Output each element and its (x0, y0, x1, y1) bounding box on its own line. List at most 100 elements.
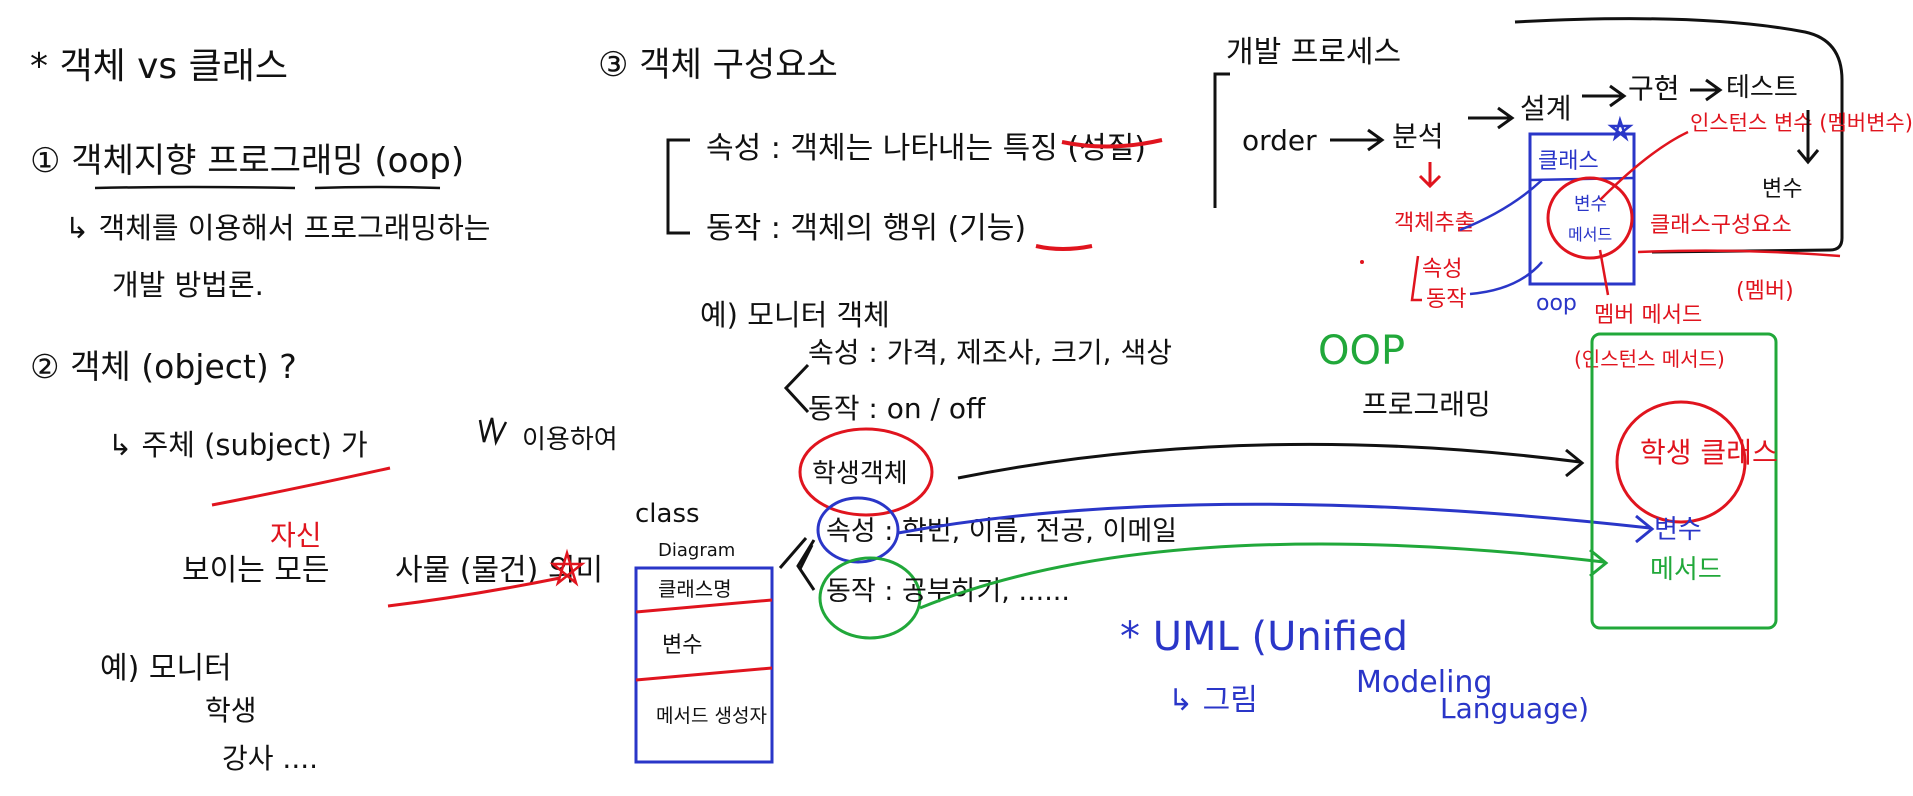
behavior-to-method-arrow (919, 542, 1605, 610)
design-class-label: 클래스 (1538, 149, 1599, 174)
process-box-outline-right (1514, 17, 1844, 254)
member-method-label: 멤버 메서드 (1594, 303, 1702, 328)
student-bracket (796, 539, 816, 591)
oop-green-label: OOP (1318, 328, 1405, 374)
object-extract-label: 객체추출 (1394, 211, 1475, 236)
variable-label: 변수 (1762, 177, 1802, 202)
red-dot (1360, 260, 1364, 264)
flow-test: 테스트 (1726, 73, 1798, 103)
student-class-label: 학생 클래스 (1640, 436, 1778, 469)
process-box-outline-left (1213, 72, 1230, 208)
class-construct-label: 클래스구성요소 (1650, 213, 1792, 238)
subject-red-underline (211, 466, 391, 507)
student-object-label: 학생객체 (812, 459, 908, 489)
class-diagram-row-name: 클래스명 (658, 577, 732, 601)
class-to-oop-curve (1469, 261, 1543, 296)
flow-arrow-3 (1582, 84, 1627, 108)
student-behavior-circle (818, 556, 922, 640)
class-diagram-box (634, 566, 774, 764)
subject-line-a: ↳ 주체 (subject) 가 (108, 428, 368, 462)
flow-analysis: 분석 (1392, 120, 1444, 153)
student-object-circle (798, 427, 934, 517)
student-class-variable: 변수 (1654, 515, 1702, 545)
object-behavior-label: 동작 (1426, 287, 1466, 312)
flow-implement: 구현 (1628, 72, 1680, 105)
visible-red-underline (387, 576, 561, 608)
student-class-circle (1615, 400, 1747, 524)
example-teacher: 강사 .... (222, 742, 318, 775)
flow-arrow-1 (1330, 128, 1385, 152)
attribute-line: 속성 : 객체는 나타내는 특징 (성질) (706, 131, 1146, 166)
process-title: 개발 프로세스 (1226, 35, 1401, 70)
class-construct-underline (1637, 249, 1841, 258)
example-student: 학생 (205, 694, 257, 727)
uml-line-c: Language) (1440, 692, 1589, 725)
uml-line-b: Modeling (1356, 665, 1492, 700)
red-star-icon (549, 548, 586, 587)
class-diagram-divider-1 (635, 598, 773, 614)
student-behavior-line: 동작 : 공부하기, ...... (826, 576, 1070, 607)
page-title: * 객체 vs 클래스 (30, 46, 288, 87)
class-to-extract-curve (1459, 179, 1543, 232)
components-heading: ③ 객체 구성요소 (598, 45, 838, 85)
object-heading: ② 객체 (object) ? (30, 347, 297, 386)
student-attribute-line: 속성 : 학번, 이름, 전공, 이메일 (826, 516, 1177, 547)
class-diagram-row-method: 메서드 생성자 (656, 705, 767, 727)
red-note-self: 자신 (270, 519, 322, 552)
design-class-box (1528, 132, 1636, 286)
attr-to-variable-arrowhead (1635, 514, 1655, 544)
design-class-variable: 변수 (1574, 194, 1607, 215)
analysis-down-arrow (1418, 162, 1442, 189)
class-diagram-row-variable: 변수 (662, 633, 702, 658)
oop-description-2: 개발 방법론. (112, 268, 264, 302)
student-attr-circle (816, 496, 900, 564)
uml-picture-label: ↳ 그림 (1168, 683, 1258, 718)
flow-design: 설계 (1520, 92, 1572, 125)
example-monitor-attr: 속성 : 가격, 제조사, 크기, 색상 (808, 336, 1172, 369)
object-attr-label: 속성 (1422, 257, 1462, 282)
flow-arrow-2 (1468, 106, 1515, 130)
behavior-to-method-arrowhead (1589, 548, 1609, 578)
to-member-method-line (1598, 249, 1610, 296)
attr-to-variable-arrow (897, 502, 1651, 535)
student-class-method: 메서드 (1650, 555, 1722, 585)
class-pointer-arrow (778, 537, 808, 569)
flow-arrow-4 (1690, 78, 1723, 102)
example-monitor-behavior: 동작 : on / off (808, 392, 986, 425)
object-to-class-arrow (957, 442, 1581, 480)
flow-order: order (1242, 124, 1317, 157)
design-members-circle (1546, 176, 1634, 260)
blue-star-icon (1607, 115, 1634, 142)
behavior-red-underline (1035, 244, 1093, 251)
oop-underline-2 (314, 185, 441, 190)
instance-method-label: (인스턴스 메서드) (1574, 347, 1725, 371)
example-monitor-bracket (783, 363, 810, 414)
hand-icon (478, 417, 508, 446)
oop-heading: ① 객체지향 프로그래밍 (oop) (30, 141, 464, 181)
member-paren-label: (멤버) (1736, 279, 1794, 304)
example-head-left: 예) 모니터 (100, 651, 232, 686)
uml-line-a: * UML (Unified (1120, 614, 1408, 660)
object-extract-bracket (1410, 255, 1422, 302)
object-to-class-arrowhead (1565, 448, 1585, 478)
example-monitor-head: 예) 모니터 객체 (700, 298, 890, 332)
behavior-line: 동작 : 객체의 행위 (기능) (706, 211, 1026, 246)
variable-down-arrow (1796, 110, 1820, 165)
to-member-variable-arrow (1599, 130, 1689, 201)
subject-line-b: 이용하여 (522, 425, 618, 455)
design-class-method: 메서드 (1568, 225, 1612, 244)
attribute-red-underline (1061, 138, 1163, 149)
oop-label-blue: oop (1536, 291, 1577, 316)
diagram-word: Diagram (658, 540, 735, 561)
oop-description-1: ↳ 객체를 이용해서 프로그래밍하는 (65, 211, 490, 245)
class-diagram-divider-2 (635, 666, 773, 682)
class-word: class (635, 499, 700, 529)
student-class-box (1590, 332, 1778, 630)
oop-underline-1 (94, 185, 296, 190)
member-variable-label: 인스턴스 변수 (멤버변수) (1690, 111, 1913, 135)
components-bracket (666, 138, 690, 235)
visible-line-a: 보이는 모든 (182, 553, 330, 588)
programming-label: 프로그래밍 (1362, 388, 1491, 421)
